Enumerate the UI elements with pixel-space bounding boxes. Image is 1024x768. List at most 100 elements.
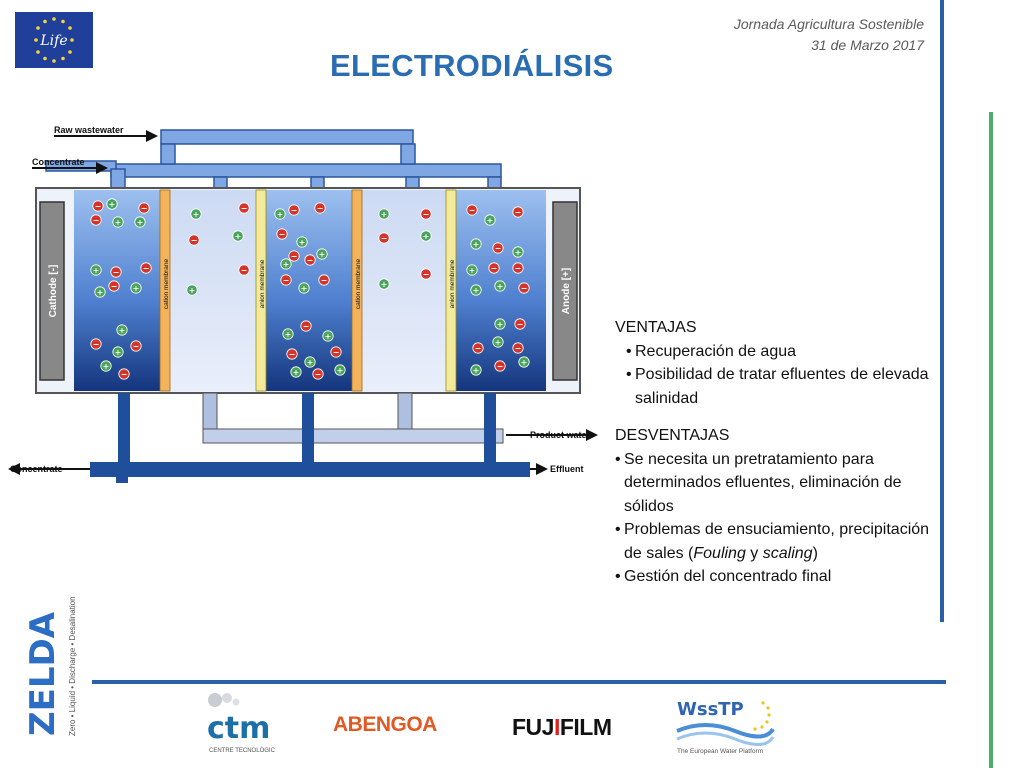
minus-sign-icon: −: [333, 348, 340, 357]
eu-stars: [34, 17, 74, 63]
wsstp-stars: [753, 701, 771, 731]
ctm-subtitle: CENTRE TECNOLÒGIC: [209, 747, 276, 754]
minus-sign-icon: −: [279, 230, 286, 239]
minus-sign-icon: −: [515, 264, 522, 273]
anion-ion: [92, 200, 104, 212]
plus-sign-icon: +: [115, 348, 122, 357]
plus-sign-icon: +: [293, 368, 300, 377]
compartment-4: [362, 190, 446, 391]
compartment-2: [170, 190, 256, 391]
plus-sign-icon: +: [469, 266, 476, 275]
cation-ion: [186, 284, 198, 296]
plus-sign-icon: +: [473, 366, 480, 375]
anion-ion: [108, 280, 120, 292]
minus-sign-icon: −: [521, 284, 528, 293]
cation-membrane-1: [159, 189, 171, 392]
minus-sign-icon: −: [423, 270, 430, 279]
anion-ion: [420, 268, 432, 280]
minus-sign-icon: −: [423, 210, 430, 219]
event-date: 31 de Marzo 2017: [811, 37, 924, 53]
outlet-pipes: [90, 392, 530, 483]
effluent-label: Effluent: [550, 464, 584, 474]
eu-life-text: Life: [39, 33, 67, 49]
cation-ion: [492, 336, 504, 348]
product-water-label: Product water: [530, 430, 591, 440]
cation-ion: [316, 248, 328, 260]
plus-sign-icon: +: [97, 288, 104, 297]
anion-ion: [280, 274, 292, 286]
anion-membrane-1: [255, 189, 267, 392]
anion-ion: [466, 204, 478, 216]
cation-ion: [134, 216, 146, 228]
anion-ion: [238, 202, 250, 214]
plus-sign-icon: +: [381, 280, 388, 289]
plus-sign-icon: +: [381, 210, 388, 219]
cation-ion: [494, 280, 506, 292]
minus-sign-icon: −: [291, 252, 298, 261]
desventaja-item: •Problemas de ensuciamiento, precipitaci…: [615, 521, 930, 562]
zelda-text: ZELDA: [26, 611, 63, 736]
plus-sign-icon: +: [473, 240, 480, 249]
raw-wastewater-label: Raw wastewater: [54, 125, 124, 135]
cation-ion: [112, 346, 124, 358]
cation-ion: [494, 318, 506, 330]
anion-ion: [90, 338, 102, 350]
plus-sign-icon: +: [119, 326, 126, 335]
cation-ion: [304, 356, 316, 368]
minus-sign-icon: −: [289, 350, 296, 359]
anion-ion: [318, 274, 330, 286]
vertical-divider-green: [989, 112, 993, 768]
ventajas-heading: VENTAJAS: [615, 319, 697, 336]
anion-ion: [238, 264, 250, 276]
anion-ion: [118, 368, 130, 380]
minus-sign-icon: −: [241, 204, 248, 213]
anion-ion: [378, 232, 390, 244]
cation-membrane-2: [351, 189, 363, 392]
minus-sign-icon: −: [133, 342, 140, 351]
ventaja-item: •Posibilidad de tratar efluentes de elev…: [626, 366, 929, 407]
slide-title: ELECTRODIÁLISIS: [330, 48, 614, 83]
minus-sign-icon: −: [495, 244, 502, 253]
minus-sign-icon: −: [95, 202, 102, 211]
cation-membrane-label-1: cation membrane: [163, 259, 170, 310]
wsstp-logo: WssTP The European Water Platform: [676, 699, 775, 755]
plus-sign-icon: +: [277, 210, 284, 219]
plus-sign-icon: +: [319, 250, 326, 259]
anion-ion: [330, 346, 342, 358]
minus-sign-icon: −: [283, 276, 290, 285]
minus-sign-icon: −: [381, 234, 388, 243]
cation-ion: [378, 278, 390, 290]
cation-ion: [470, 238, 482, 250]
desventaja-item: •Se necesita un pretratamiento para dete…: [615, 450, 902, 515]
minus-sign-icon: −: [491, 264, 498, 273]
minus-sign-icon: −: [515, 208, 522, 217]
plus-sign-icon: +: [193, 210, 200, 219]
abengoa-logo: ABENGOA: [333, 713, 437, 736]
desventaja-item: •Gestión del concentrado final: [615, 568, 832, 585]
plus-sign-icon: +: [109, 200, 116, 209]
plus-sign-icon: +: [133, 284, 140, 293]
anion-ion: [512, 262, 524, 274]
anion-ion: [138, 202, 150, 214]
eu-life-logo: Life: [15, 12, 93, 68]
anion-ion: [512, 342, 524, 354]
cation-ion: [518, 356, 530, 368]
cation-ion: [298, 282, 310, 294]
minus-sign-icon: −: [113, 268, 120, 277]
minus-sign-icon: −: [241, 266, 248, 275]
cation-ion: [280, 258, 292, 270]
plus-sign-icon: +: [299, 238, 306, 247]
minus-sign-icon: −: [93, 340, 100, 349]
cation-ion: [232, 230, 244, 242]
plus-sign-icon: +: [103, 362, 110, 371]
cation-ion: [466, 264, 478, 276]
anion-ion: [286, 348, 298, 360]
plus-sign-icon: +: [285, 330, 292, 339]
cation-ion: [512, 246, 524, 258]
minus-sign-icon: −: [303, 322, 310, 331]
cation-ion: [334, 364, 346, 376]
concentrate-top-label: Concentrate: [32, 157, 85, 167]
ions: −+−−+++−−+−++−+−+−+−−+−++−−−+−+−+−+−+−+−…: [90, 198, 530, 380]
plus-sign-icon: +: [337, 366, 344, 375]
minus-sign-icon: −: [191, 236, 198, 245]
